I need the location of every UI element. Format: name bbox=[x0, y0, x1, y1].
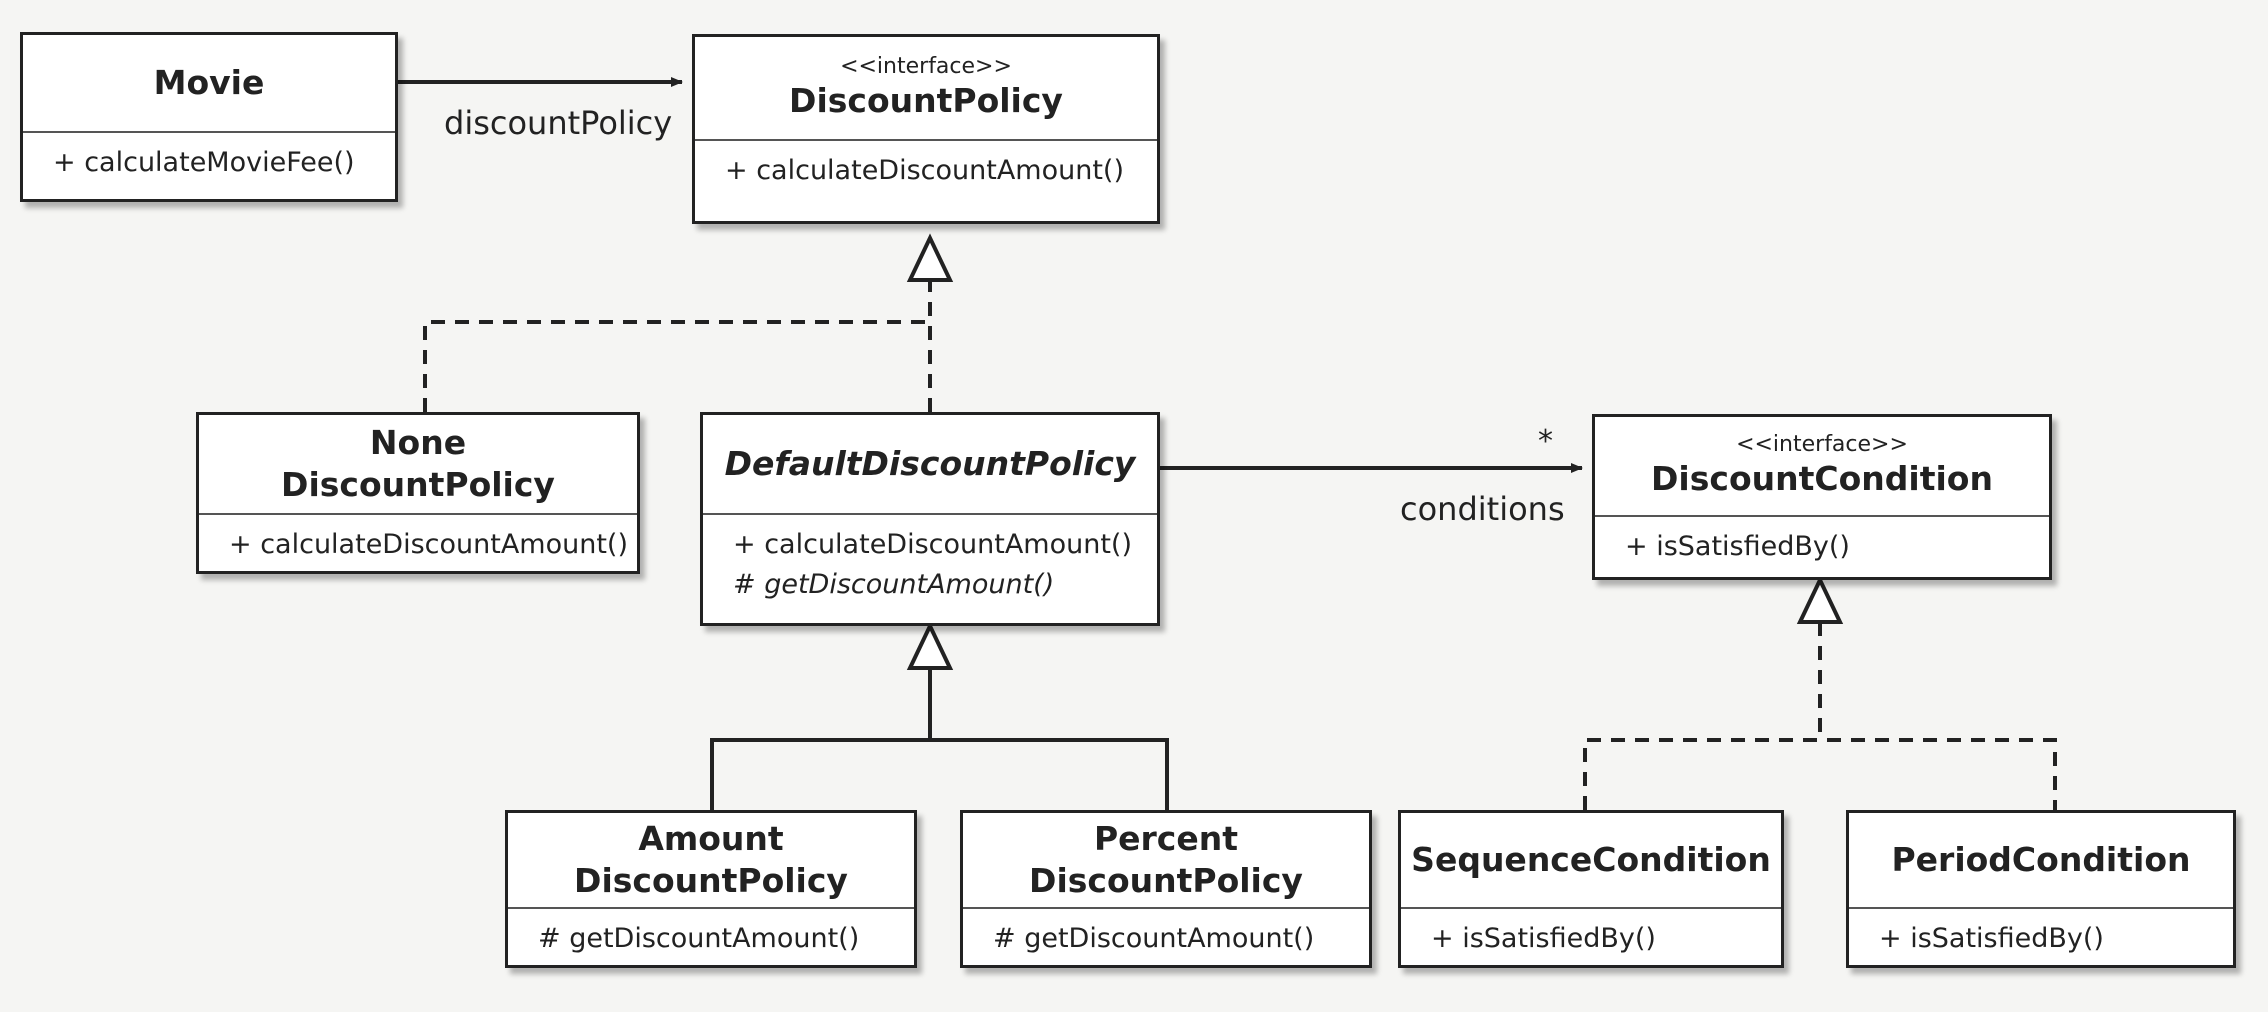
association-role-discount-policy: discountPolicy bbox=[444, 104, 673, 142]
sequence-condition-class: SequenceCondition + isSatisfiedBy() bbox=[1398, 810, 1784, 968]
movie-title: Movie bbox=[153, 63, 265, 102]
none-discount-policy-title-line1: None bbox=[369, 423, 467, 462]
amount-discount-policy-title-line2: DiscountPolicy bbox=[574, 861, 848, 900]
percent-discount-policy-class-name: Percent DiscountPolicy bbox=[963, 813, 1369, 909]
movie-operations: + calculateMovieFee() bbox=[23, 133, 395, 183]
operation: + calculateMovieFee() bbox=[53, 147, 355, 178]
none-discount-policy-title-line2: DiscountPolicy bbox=[281, 465, 555, 504]
association-role-conditions: conditions bbox=[1400, 490, 1565, 528]
discount-policy-interface: <<interface>> DiscountPolicy + calculate… bbox=[692, 34, 1160, 224]
period-condition-title: PeriodCondition bbox=[1891, 840, 2191, 879]
discount-condition-class-name: <<interface>> DiscountCondition bbox=[1595, 417, 2049, 517]
default-discount-policy-operations: + calculateDiscountAmount() # getDiscoun… bbox=[703, 515, 1157, 605]
discount-condition-interface: <<interface>> DiscountCondition + isSati… bbox=[1592, 414, 2052, 580]
period-condition-class: PeriodCondition + isSatisfiedBy() bbox=[1846, 810, 2236, 968]
operation: + isSatisfiedBy() bbox=[1879, 923, 2104, 954]
period-condition-operations: + isSatisfiedBy() bbox=[1849, 909, 2233, 959]
sequence-condition-class-name: SequenceCondition bbox=[1401, 813, 1781, 909]
stereotype-label: <<interface>> bbox=[840, 54, 1012, 79]
discount-policy-title: DiscountPolicy bbox=[789, 81, 1063, 120]
percent-discount-policy-operations: # getDiscountAmount() bbox=[963, 909, 1369, 959]
default-discount-policy-class: DefaultDiscountPolicy + calculateDiscoun… bbox=[700, 412, 1160, 626]
stereotype-label: <<interface>> bbox=[1736, 432, 1908, 457]
movie-class: Movie + calculateMovieFee() bbox=[20, 32, 398, 202]
amount-discount-policy-operations: # getDiscountAmount() bbox=[508, 909, 914, 959]
amount-discount-policy-class: Amount DiscountPolicy # getDiscountAmoun… bbox=[505, 810, 917, 968]
none-discount-policy-class: None DiscountPolicy + calculateDiscountA… bbox=[196, 412, 640, 574]
sequence-condition-operations: + isSatisfiedBy() bbox=[1401, 909, 1781, 959]
percent-discount-policy-title-line2: DiscountPolicy bbox=[1029, 861, 1303, 900]
operation: + calculateDiscountAmount() bbox=[733, 529, 1133, 560]
default-discount-policy-class-name: DefaultDiscountPolicy bbox=[703, 415, 1157, 515]
operation: # getDiscountAmount() bbox=[538, 923, 860, 954]
none-discount-policy-class-name: None DiscountPolicy bbox=[199, 415, 637, 515]
amount-discount-policy-title-line1: Amount bbox=[638, 819, 784, 858]
movie-class-name: Movie bbox=[23, 35, 395, 133]
operation: + calculateDiscountAmount() bbox=[229, 529, 629, 560]
default-discount-policy-title: DefaultDiscountPolicy bbox=[724, 444, 1136, 483]
sequence-condition-title: SequenceCondition bbox=[1411, 840, 1771, 879]
operation-abstract: # getDiscountAmount() bbox=[733, 569, 1055, 600]
discount-policy-operations: + calculateDiscountAmount() bbox=[695, 141, 1157, 191]
operation: + isSatisfiedBy() bbox=[1625, 531, 1850, 562]
realization-discountpolicy bbox=[423, 233, 954, 412]
discount-policy-class-name: <<interface>> DiscountPolicy bbox=[695, 37, 1157, 141]
operation: + isSatisfiedBy() bbox=[1431, 923, 1656, 954]
percent-discount-policy-title-line1: Percent bbox=[1093, 819, 1239, 858]
discount-condition-title: DiscountCondition bbox=[1651, 459, 1993, 498]
period-condition-class-name: PeriodCondition bbox=[1849, 813, 2233, 909]
association-multiplicity: * bbox=[1538, 424, 1553, 459]
amount-discount-policy-class-name: Amount DiscountPolicy bbox=[508, 813, 914, 909]
discount-condition-operations: + isSatisfiedBy() bbox=[1595, 517, 2049, 567]
realization-discountcondition bbox=[1583, 575, 2057, 810]
generalization-defaultdiscountpolicy bbox=[710, 621, 1169, 810]
operation: # getDiscountAmount() bbox=[993, 923, 1315, 954]
none-discount-policy-operations: + calculateDiscountAmount() bbox=[199, 515, 637, 565]
operation: + calculateDiscountAmount() bbox=[725, 155, 1125, 186]
percent-discount-policy-class: Percent DiscountPolicy # getDiscountAmou… bbox=[960, 810, 1372, 968]
